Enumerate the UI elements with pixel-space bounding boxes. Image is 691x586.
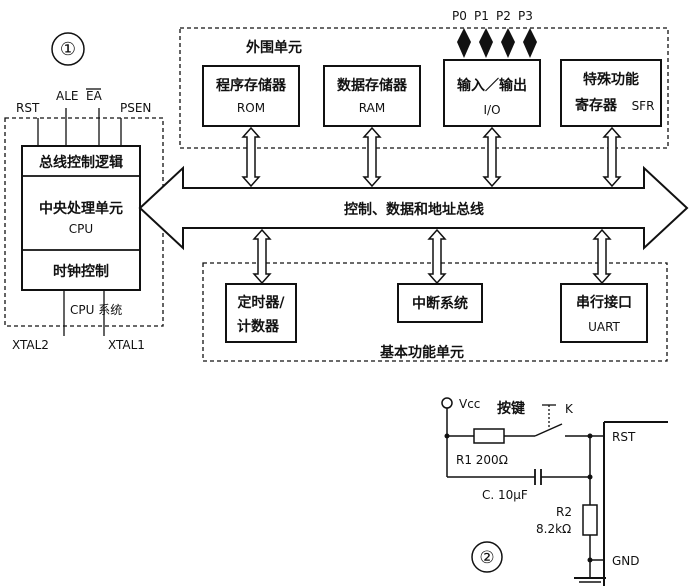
cpu-top-pins — [37, 88, 122, 146]
figure-1: ① RST ALE EA PSEN 总线控制逻辑 中央处理单元 CPU 时钟控制… — [4, 9, 689, 362]
pin-psen: PSEN — [120, 101, 151, 115]
key-label: 按键 — [497, 400, 526, 417]
bus-connectors-top — [241, 126, 622, 188]
uart-box — [560, 283, 648, 343]
key-switch — [534, 423, 563, 437]
peripheral-region — [179, 27, 669, 149]
rom-abbr: ROM — [237, 101, 265, 115]
cpu-system-label: CPU 系统 — [70, 303, 122, 317]
vcc-terminal — [441, 397, 453, 409]
key-id: K — [565, 402, 574, 416]
pin-ea: EA — [86, 89, 103, 103]
io-box — [443, 59, 541, 127]
sfr-box — [560, 59, 662, 127]
figure-1-marker: ① — [60, 39, 76, 60]
figure-1-marker-circle — [51, 32, 85, 66]
figure-2-marker: ② — [479, 548, 494, 568]
timer-name2: 计数器 — [237, 318, 280, 335]
port-p2: P2 — [496, 9, 511, 23]
system-bus-arrow — [138, 165, 689, 251]
figure-2-marker-circle — [471, 541, 503, 573]
timer-name: 定时器/ — [237, 294, 285, 311]
r2-value: 8.2kΩ — [536, 522, 571, 536]
ram-abbr: RAM — [359, 101, 385, 115]
cpu-bus-logic: 总线控制逻辑 — [39, 154, 123, 171]
sfr-abbr: SFR — [632, 99, 655, 113]
interrupt-box — [397, 283, 483, 323]
timer-box — [225, 283, 297, 343]
bus-connectors-bottom — [252, 228, 612, 285]
rom-name: 程序存储器 — [216, 77, 287, 94]
pin-xtal2: XTAL2 — [12, 338, 49, 352]
sfr-name2: 寄存器 — [575, 97, 618, 114]
pin-ale: ALE — [56, 89, 78, 103]
figure-2-reset-circuit: Vcc R1 200Ω 按键 K C. 10μF R2 8.2kΩ — [441, 397, 668, 586]
port-p3: P3 — [518, 9, 533, 23]
resistor-r1 — [473, 428, 505, 444]
port-arrows — [457, 28, 537, 58]
port-p1: P1 — [474, 9, 489, 23]
rom-box — [202, 65, 300, 127]
cpu-name: 中央处理单元 — [39, 200, 123, 217]
cpu-clock: 时钟控制 — [53, 263, 109, 280]
basic-units-title: 基本功能单元 — [380, 344, 464, 361]
sfr-name: 特殊功能 — [583, 71, 639, 88]
pin-xtal1: XTAL1 — [108, 338, 145, 352]
interrupt-name: 中断系统 — [412, 295, 468, 312]
io-name: 输入／输出 — [457, 77, 527, 94]
io-abbr: I/O — [483, 103, 500, 117]
peripheral-title: 外围单元 — [246, 39, 302, 56]
ram-name: 数据存储器 — [337, 77, 408, 94]
uart-name: 串行接口 — [576, 294, 632, 311]
vcc-label: Vcc — [459, 397, 480, 411]
r2-label: R2 — [556, 505, 572, 519]
capacitor-label: C. 10μF — [482, 488, 528, 502]
port-p0: P0 — [452, 9, 467, 23]
chip-gnd-label: GND — [612, 554, 640, 568]
resistor-r2 — [582, 504, 598, 536]
chip-rst-label: RST — [612, 430, 636, 444]
pin-rst: RST — [16, 101, 40, 115]
cpu-box — [21, 145, 141, 291]
bus-label: 控制、数据和地址总线 — [344, 201, 484, 218]
uart-abbr: UART — [588, 320, 620, 334]
r1-label: R1 200Ω — [456, 453, 508, 467]
ram-box — [323, 65, 421, 127]
cpu-abbr: CPU — [69, 222, 93, 236]
